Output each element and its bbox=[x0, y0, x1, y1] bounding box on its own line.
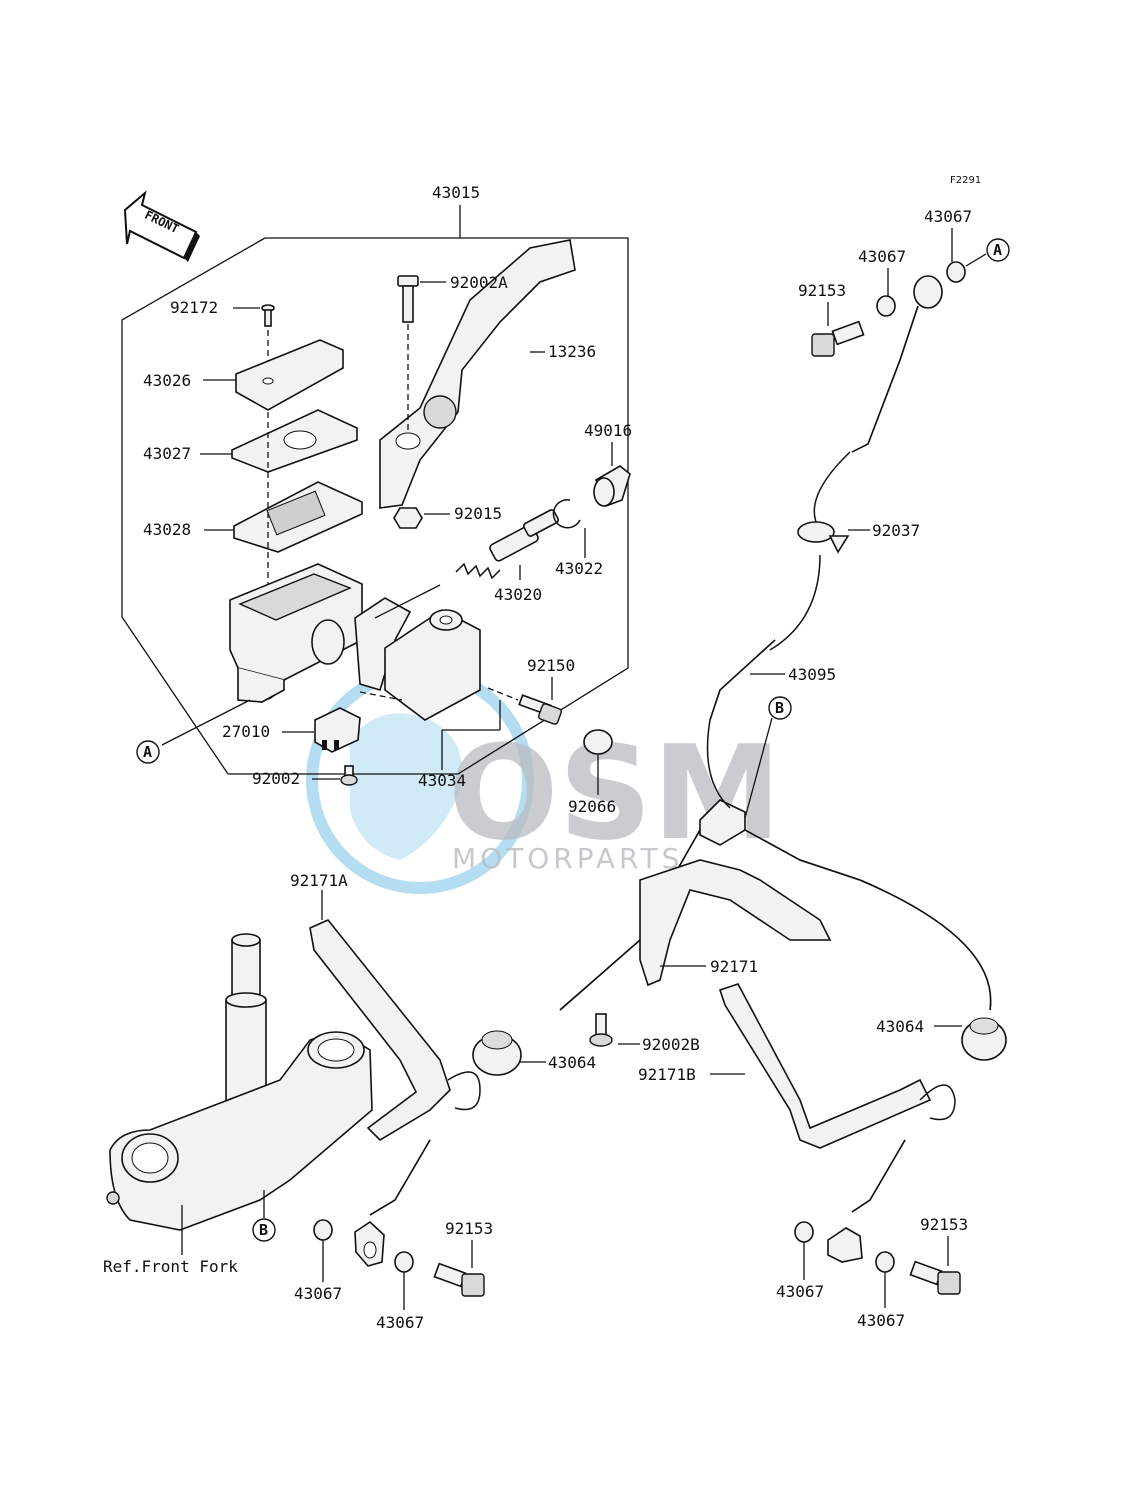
callout-a-right-text: A bbox=[993, 241, 1002, 259]
grommet-43064-right bbox=[961, 1017, 1007, 1061]
callout-b-left bbox=[252, 1218, 276, 1242]
banjo-right bbox=[827, 1227, 863, 1263]
pivot-bolt-92002A bbox=[397, 275, 419, 323]
label-92066: 92066 bbox=[568, 797, 616, 816]
bracket-92171A bbox=[309, 919, 451, 1142]
label-43095: 43095 bbox=[788, 665, 836, 684]
label-92002A: 92002A bbox=[450, 273, 508, 292]
washer-43067-l1 bbox=[313, 1219, 333, 1241]
front-arrow-icon: FRONT bbox=[123, 190, 200, 262]
label-43028: 43028 bbox=[143, 520, 191, 539]
label-92153-right: 92153 bbox=[920, 1215, 968, 1234]
label-43067-a: 43067 bbox=[924, 207, 972, 226]
callout-a-left bbox=[136, 740, 160, 764]
label-43067-l1: 43067 bbox=[294, 1284, 342, 1303]
callout-a-left-text: A bbox=[143, 743, 152, 761]
bracket-92171 bbox=[639, 859, 832, 987]
label-43067-b: 43067 bbox=[858, 247, 906, 266]
label-49016: 49016 bbox=[584, 421, 632, 440]
label-92002: 92002 bbox=[252, 769, 300, 788]
washer-43067-l2 bbox=[394, 1251, 414, 1273]
label-92171A: 92171A bbox=[290, 871, 348, 890]
label-43034: 43034 bbox=[418, 771, 466, 790]
grommet-43064-mid bbox=[472, 1030, 522, 1076]
label-92153-left: 92153 bbox=[445, 1219, 493, 1238]
label-13236: 13236 bbox=[548, 342, 596, 361]
assembly-outline bbox=[121, 237, 629, 775]
label-43067-r2: 43067 bbox=[857, 1311, 905, 1330]
label-92015: 92015 bbox=[454, 504, 502, 523]
nut-92015 bbox=[393, 507, 423, 529]
cap-92066 bbox=[583, 729, 613, 755]
label-92150: 92150 bbox=[527, 656, 575, 675]
watermark-brand: OSM bbox=[448, 717, 782, 869]
washer-43067-a bbox=[946, 261, 966, 283]
ref-front-fork: Ref.Front Fork bbox=[103, 1257, 238, 1276]
washer-43067-r1 bbox=[794, 1221, 814, 1243]
piston-43020 bbox=[455, 509, 560, 580]
label-43026: 43026 bbox=[143, 371, 191, 390]
reservoir-cap-43026 bbox=[235, 339, 344, 411]
callout-b-right bbox=[768, 696, 792, 720]
brake-switch-27010 bbox=[314, 707, 361, 753]
hose-clamp-92037 bbox=[797, 521, 850, 554]
screw-92002 bbox=[340, 765, 358, 786]
adjuster-knob bbox=[423, 395, 457, 429]
label-43015: 43015 bbox=[432, 183, 480, 202]
label-27010: 27010 bbox=[222, 722, 270, 741]
screw-92172 bbox=[261, 304, 275, 327]
master-cylinder-body bbox=[229, 563, 481, 721]
label-43067-r1: 43067 bbox=[776, 1282, 824, 1301]
label-43064-mid: 43064 bbox=[548, 1053, 596, 1072]
label-43064-right: 43064 bbox=[876, 1017, 924, 1036]
label-43020: 43020 bbox=[494, 585, 542, 604]
label-92002B: 92002B bbox=[642, 1035, 700, 1054]
brake-hose-upper bbox=[769, 275, 943, 651]
bracket-92171B bbox=[718, 983, 932, 1149]
diagram-code: F2291 bbox=[950, 175, 981, 186]
banjo-bolt-92153-top bbox=[811, 320, 865, 357]
watermark-sub: MOTORPARTS bbox=[452, 842, 683, 875]
label-92171B: 92171B bbox=[638, 1065, 696, 1084]
label-92037: 92037 bbox=[872, 521, 920, 540]
bolt-92150 bbox=[518, 694, 562, 725]
label-43067-l2: 43067 bbox=[376, 1313, 424, 1332]
label-92171: 92171 bbox=[710, 957, 758, 976]
washer-43067-r2 bbox=[875, 1251, 895, 1273]
callout-b-right-text: B bbox=[775, 699, 784, 717]
banjo-bolt-92153-right bbox=[909, 1260, 961, 1295]
banjo-bolt-92153-left bbox=[433, 1262, 485, 1297]
bolt-92002B bbox=[589, 1013, 613, 1047]
callout-b-left-text: B bbox=[259, 1221, 268, 1239]
watermark: OSM MOTORPARTS bbox=[306, 666, 782, 894]
label-43022: 43022 bbox=[555, 559, 603, 578]
watermark-globe-land bbox=[350, 713, 462, 860]
label-92153-top: 92153 bbox=[798, 281, 846, 300]
callout-a-right bbox=[986, 238, 1010, 262]
brake-lever-13236 bbox=[379, 239, 576, 509]
label-92172: 92172 bbox=[170, 298, 218, 317]
circlip-43022 bbox=[552, 499, 581, 529]
washer-43067-b bbox=[876, 295, 896, 317]
label-43027: 43027 bbox=[143, 444, 191, 463]
